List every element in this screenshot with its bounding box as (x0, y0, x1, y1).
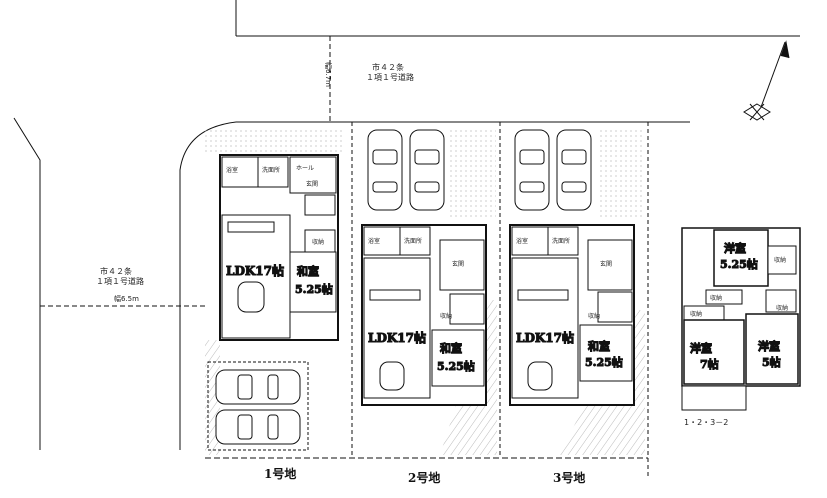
car-icon (409, 129, 445, 211)
house-lot2: LDK17帖 和室 5.25帖 浴室 洗面所 玄関 収納 (361, 224, 487, 406)
second-floor-plan: 洋室 5.25帖 洋室 7帖 洋室 5帖 収納 収納 収納 収納 1・2・3－2 (681, 227, 801, 427)
left-road-label-line1: 市４２条 (100, 266, 132, 276)
washitsu-size-lot1: 5.25帖 (295, 282, 333, 296)
ldk-label-lot3: LDK17帖 (516, 330, 574, 345)
washroom-label-lot3: 洗面所 (552, 237, 570, 245)
hall-label-lot1: ホール (296, 165, 314, 172)
western-room-left-name: 洋室 (690, 341, 712, 355)
washroom-lot1 (257, 156, 289, 188)
entrance-lot1 (289, 156, 337, 194)
bath-label-lot1: 浴室 (226, 166, 238, 174)
left-road-label-line2: １項１号道路 (96, 276, 144, 286)
top-road-label-line2: １項１号道路 (366, 72, 414, 82)
storage-label-2f-1: 収納 (774, 256, 786, 264)
washitsu-name-lot3: 和室 (588, 339, 610, 353)
parking (207, 129, 592, 451)
car-icon (367, 129, 403, 211)
kitchen-counter-lot2 (369, 289, 421, 301)
second-floor-caption: 1・2・3－2 (684, 418, 728, 427)
car-icon (556, 129, 592, 211)
washitsu-lot2 (431, 329, 485, 387)
storage-lot1 (304, 229, 336, 253)
site-outline (13, 0, 800, 478)
washitsu-lot1 (289, 251, 337, 313)
storage-label-lot2: 収納 (440, 312, 452, 320)
washroom-lot3 (547, 226, 579, 256)
dining-table-lot1 (237, 281, 265, 313)
parking-area-lot1 (207, 361, 309, 451)
washitsu-name-lot2: 和室 (440, 341, 462, 355)
western-room-left-size: 7帖 (700, 357, 719, 371)
dining-table-lot3 (527, 361, 553, 391)
left-road-width-label: 幅6.5m (114, 294, 139, 303)
kitchen-counter-lot3 (517, 289, 569, 301)
western-room-right-size: 5帖 (762, 355, 781, 369)
house-lot3: LDK17帖 和室 5.25帖 浴室 洗面所 玄関 収納 (509, 224, 635, 406)
top-road-label: 市４２条 １項１号道路 幅6.7m (324, 62, 414, 87)
storage-label-2f-2: 収納 (690, 310, 702, 318)
western-room-right-name: 洋室 (758, 339, 780, 353)
left-road-label: 市４２条 １項１号道路 幅6.5m (96, 266, 144, 303)
stairs-lot2 (449, 293, 485, 325)
house-lot1: LDK17帖 和室 5.25帖 浴室 洗面所 玄関 ホール 収納 (219, 154, 339, 341)
washroom-label-lot2: 洗面所 (404, 237, 422, 245)
storage-label-lot3: 収納 (588, 312, 600, 320)
top-road-width-label: 幅6.7m (324, 62, 333, 87)
car-icon (514, 129, 550, 211)
corridor-2f (705, 289, 743, 305)
washitsu-name-lot1: 和室 (297, 264, 319, 278)
western-room-right (745, 313, 799, 385)
entrance-lot2 (439, 239, 485, 291)
washitsu-size-lot3: 5.25帖 (585, 355, 623, 369)
car-icon (215, 409, 301, 445)
western-room-top-size: 5.25帖 (720, 257, 758, 271)
car-icon (215, 369, 301, 405)
bath-label-lot2: 浴室 (368, 237, 380, 245)
garden-area-lot3 (598, 128, 644, 220)
storage-label-2f-4: 収納 (776, 304, 788, 312)
entrance-label-lot1: 玄関 (306, 180, 318, 188)
balcony-2f (681, 385, 747, 411)
garden-area-lot2 (450, 128, 496, 220)
entrance-lot3 (587, 239, 633, 291)
western-room-top-name: 洋室 (724, 241, 746, 255)
ldk-label-lot1: LDK17帖 (226, 263, 284, 278)
lot-frontage-curve (179, 121, 237, 450)
stairs-lot3 (597, 291, 633, 323)
washitsu-size-lot2: 5.25帖 (437, 359, 475, 373)
entrance-label-lot2: 玄関 (452, 260, 464, 268)
dining-table-lot2 (379, 361, 405, 391)
north-arrow-icon (743, 40, 790, 121)
bath-label-lot3: 浴室 (516, 237, 528, 245)
lot-labels: 1号地 2号地 3号地 (264, 466, 585, 485)
kitchen-counter-lot1 (227, 221, 275, 233)
top-road-label-line1: 市４２条 (372, 62, 404, 72)
storage-label-lot1: 収納 (312, 238, 324, 246)
stairs-2f (765, 289, 797, 313)
washroom-lot2 (399, 226, 431, 256)
lot-label-2: 2号地 (408, 470, 440, 485)
garden-area-lot1 (205, 128, 345, 152)
washitsu-lot3 (579, 324, 633, 382)
washroom-label-lot1: 洗面所 (262, 166, 280, 174)
entrance-label-lot3: 玄関 (600, 260, 612, 268)
stairs-lot1 (304, 194, 336, 216)
lot-label-1: 1号地 (264, 466, 296, 481)
lot-label-3: 3号地 (553, 470, 585, 485)
storage-2f-top (767, 245, 797, 275)
ldk-label-lot2: LDK17帖 (368, 330, 426, 345)
western-room-left (683, 319, 745, 385)
left-road-edge-line (13, 117, 41, 450)
storage-label-2f-3: 収納 (710, 294, 722, 302)
